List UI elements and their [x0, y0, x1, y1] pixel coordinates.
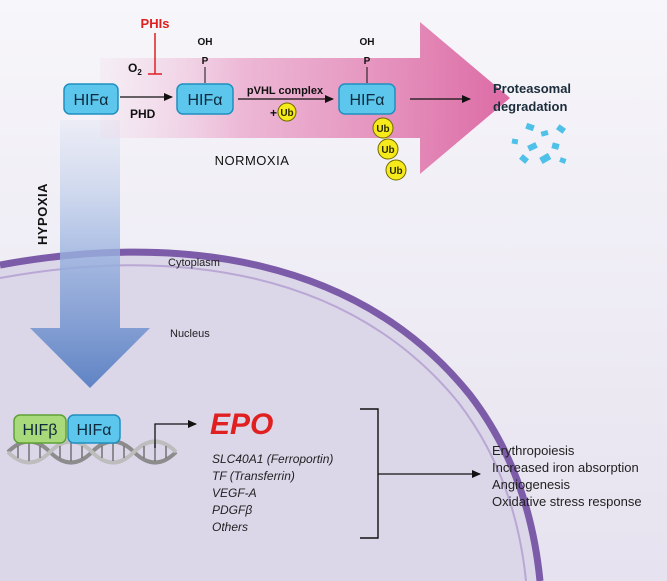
pvhl-label: pVHL complex: [247, 85, 324, 97]
p-label-2: P: [364, 56, 371, 67]
ub-label-1: Ub: [376, 124, 389, 135]
gene-item-2: TF (Transferrin): [212, 469, 295, 483]
ub-label-3: Ub: [389, 166, 402, 177]
hypoxia-arrow: [30, 120, 150, 388]
fragment-9: [559, 157, 567, 164]
fragment-8: [539, 152, 552, 164]
gene-item-5: Others: [212, 520, 248, 534]
fragment-7: [519, 154, 529, 164]
degradation-label: degradation: [493, 99, 567, 114]
epo-label: EPO: [210, 408, 273, 441]
hif-beta-box: [13, 414, 67, 444]
p-label-1: P: [202, 56, 209, 67]
ub-circle-3: [385, 159, 407, 181]
fragment-1: [525, 122, 535, 132]
degraded-fragments: [511, 122, 567, 164]
hif-alpha-box-1: [63, 83, 119, 115]
ub-circle-pvhl: [277, 102, 297, 122]
hypoxia-label: HYPOXIA: [35, 183, 50, 245]
o2-label: O2: [128, 61, 142, 77]
oh-label-1: OH: [198, 37, 213, 48]
cytoplasm-label: Cytoplasm: [168, 257, 220, 269]
gene-item-1: SLC40A1 (Ferroportin): [212, 452, 333, 466]
outcome-item-2: Increased iron absorption: [492, 460, 639, 475]
hif-alpha-label-3: HIFα: [349, 92, 384, 109]
normoxia-label: NORMOXIA: [215, 153, 290, 168]
phd-label: PHD: [130, 107, 156, 121]
plus-label: +: [270, 106, 277, 120]
phis-label: PHIs: [141, 16, 170, 31]
ub-label-pvhl: Ub: [280, 108, 293, 119]
hif-alpha-box-2: [176, 83, 234, 115]
fragment-5: [527, 142, 538, 152]
ub-label-2: Ub: [381, 145, 394, 156]
ub-circle-1: [372, 117, 394, 139]
nucleus-label: Nucleus: [170, 328, 210, 340]
fragment-2: [540, 130, 549, 137]
hif-alpha-box-4: [67, 414, 121, 444]
transcription-arrow: [154, 420, 197, 448]
hif-alpha-label-2: HIFα: [187, 92, 222, 109]
gene-item-4: PDGFβ: [212, 503, 252, 517]
hif-beta-label: HIFβ: [23, 422, 58, 439]
gene-item-3: VEGF-A: [212, 486, 257, 500]
hif-alpha-label-4: HIFα: [76, 422, 111, 439]
outcome-item-4: Oxidative stress response: [492, 494, 642, 509]
outcome-item-1: Erythropoiesis: [492, 443, 575, 458]
oh-label-2: OH: [360, 37, 375, 48]
fragment-3: [556, 124, 566, 134]
hif-alpha-label-1: HIFα: [73, 92, 108, 109]
normoxia-arrow: [100, 22, 510, 174]
nuclear-membrane-inner: [0, 264, 527, 581]
fragment-4: [511, 138, 519, 145]
ub-circle-2: [377, 138, 399, 160]
outcome-item-3: Angiogenesis: [492, 477, 571, 492]
hif-alpha-box-3: [338, 83, 396, 115]
fragment-6: [551, 142, 560, 150]
nuclear-membrane: [0, 248, 544, 581]
proteasomal-label: Proteasomal: [493, 81, 571, 96]
dna-strand-2: [6, 439, 178, 465]
